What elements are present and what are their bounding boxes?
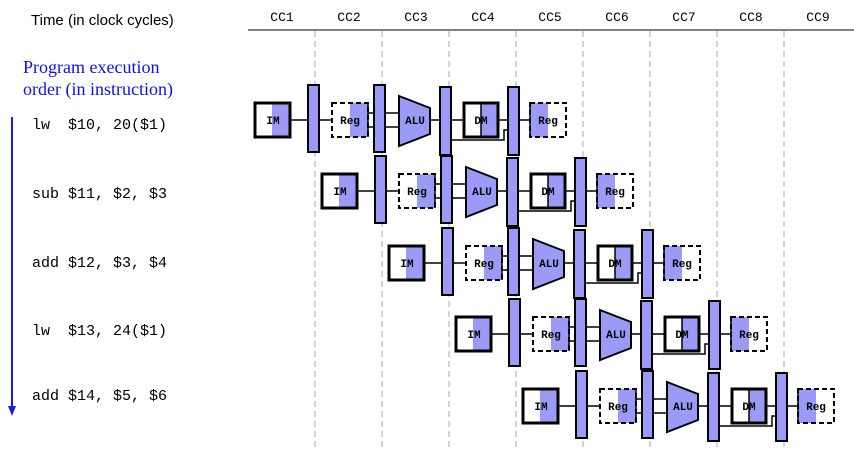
pipeline-register-id-ex (507, 227, 520, 296)
dm-label: DM (675, 330, 689, 342)
pipeline-register-ex-mem (506, 157, 519, 227)
clock-cycle-label-2: CC2 (337, 10, 360, 25)
dm-fill (615, 246, 632, 280)
pipeline-register-id-ex (373, 84, 386, 153)
alu (599, 308, 632, 362)
dm-fill (682, 317, 699, 351)
pipeline-row-4: IM Reg ALU DM Reg (454, 298, 768, 370)
im-label: IM (534, 402, 548, 414)
pipeline-register-if-id (374, 155, 387, 224)
reg-write-fill (597, 174, 615, 208)
alu-label: ALU (539, 259, 559, 271)
instruction-3: add $12, $3, $4 (32, 255, 168, 272)
pipeline-register-ex-mem (707, 372, 720, 442)
pipeline-row-2: IM Reg ALU DM Reg (320, 155, 634, 227)
reg-write-label: Reg (538, 116, 558, 128)
im-label: IM (266, 116, 280, 128)
arrow-head-icon (8, 406, 16, 416)
clock-cycle-label-4: CC4 (471, 10, 495, 25)
clock-cycle-label-5: CC5 (538, 10, 561, 25)
clock-cycle-label-8: CC8 (739, 10, 762, 25)
pipeline-row-5: IM Reg ALU DM Reg (521, 370, 835, 442)
reg-write-fill (664, 246, 682, 280)
im-label: IM (467, 330, 481, 342)
clock-cycle-label-6: CC6 (605, 10, 628, 25)
pipeline-register-mem-wb (507, 86, 520, 156)
instruction-memory (521, 387, 560, 425)
reg-read-label: Reg (608, 402, 628, 414)
clock-cycle-label-9: CC9 (806, 10, 829, 25)
im-label: IM (400, 259, 414, 271)
im-fill (540, 389, 558, 423)
pipeline-register-ex-mem (573, 229, 586, 299)
reg-write-label: Reg (605, 187, 625, 199)
pipeline-register-mem-wb (574, 157, 587, 227)
alu (532, 237, 565, 291)
instruction-memory (454, 315, 493, 353)
dm-label: DM (608, 259, 622, 271)
alu (398, 94, 431, 148)
dm-fill (481, 103, 498, 137)
dm-fill (749, 389, 766, 423)
dm-label: DM (474, 116, 488, 128)
instruction-memory (387, 244, 426, 282)
reg-write-label: Reg (739, 330, 759, 342)
alu (465, 165, 498, 219)
alu (666, 380, 699, 434)
alu-label: ALU (673, 402, 693, 414)
instruction-memory (320, 172, 359, 210)
dm-label: DM (541, 187, 555, 199)
reg-fill (618, 389, 636, 423)
clock-cycle-label-7: CC7 (672, 10, 695, 25)
reg-fill (484, 246, 502, 280)
pipeline-register-ex-mem (439, 86, 452, 156)
reg-write-fill (731, 317, 749, 351)
instruction-2: sub $11, $2, $3 (32, 186, 168, 203)
reg-write-fill (530, 103, 548, 137)
pipeline-register-mem-wb (641, 229, 654, 299)
time-axis-label: Time (in clock cycles) (31, 12, 174, 29)
pipeline-register-if-id (575, 370, 588, 439)
instruction-5: add $14, $5, $6 (32, 388, 168, 405)
clock-cycle-label-3: CC3 (404, 10, 427, 25)
pipeline-register-ex-mem (640, 300, 653, 370)
reg-fill (417, 174, 435, 208)
pipeline-row-3: IM Reg ALU DM Reg (387, 227, 701, 299)
reg-read-label: Reg (407, 187, 427, 199)
reg-read-label: Reg (340, 116, 360, 128)
im-fill (272, 103, 290, 137)
reg-write-label: Reg (806, 402, 826, 414)
pipeline-register-if-id (307, 84, 320, 153)
dm-label: DM (742, 402, 756, 414)
alu-label: ALU (606, 330, 626, 342)
clock-cycle-label-1: CC1 (270, 10, 294, 25)
pipeline-row-1: IM Reg ALU DM Reg (253, 84, 567, 156)
program-order-line2: order (in instruction) (23, 79, 173, 99)
alu-label: ALU (405, 116, 425, 128)
instruction-1: lw $10, 20($1) (32, 117, 168, 134)
pipeline-register-if-id (441, 227, 454, 296)
alu-label: ALU (472, 187, 492, 199)
reg-read-label: Reg (541, 330, 561, 342)
reg-write-fill (798, 389, 816, 423)
program-order-line1: Program execution (23, 57, 160, 77)
pipeline-register-id-ex (440, 155, 453, 224)
program-order-label: Program execution order (in instruction) (23, 56, 173, 100)
pipeline-register-if-id (508, 298, 521, 367)
instruction-4: lw $13, 24($1) (32, 323, 168, 340)
pipeline-register-mem-wb (708, 300, 721, 370)
im-label: IM (333, 187, 347, 199)
reg-write-label: Reg (672, 259, 692, 271)
im-fill (406, 246, 424, 280)
pipeline-register-mem-wb (775, 372, 788, 442)
pipeline-register-id-ex (641, 370, 654, 439)
reg-read-label: Reg (474, 259, 494, 271)
reg-fill (551, 317, 569, 351)
reg-fill (350, 103, 368, 137)
instruction-memory (253, 101, 292, 139)
im-fill (473, 317, 491, 351)
im-fill (339, 174, 357, 208)
pipeline-register-id-ex (574, 298, 587, 367)
dm-fill (548, 174, 565, 208)
